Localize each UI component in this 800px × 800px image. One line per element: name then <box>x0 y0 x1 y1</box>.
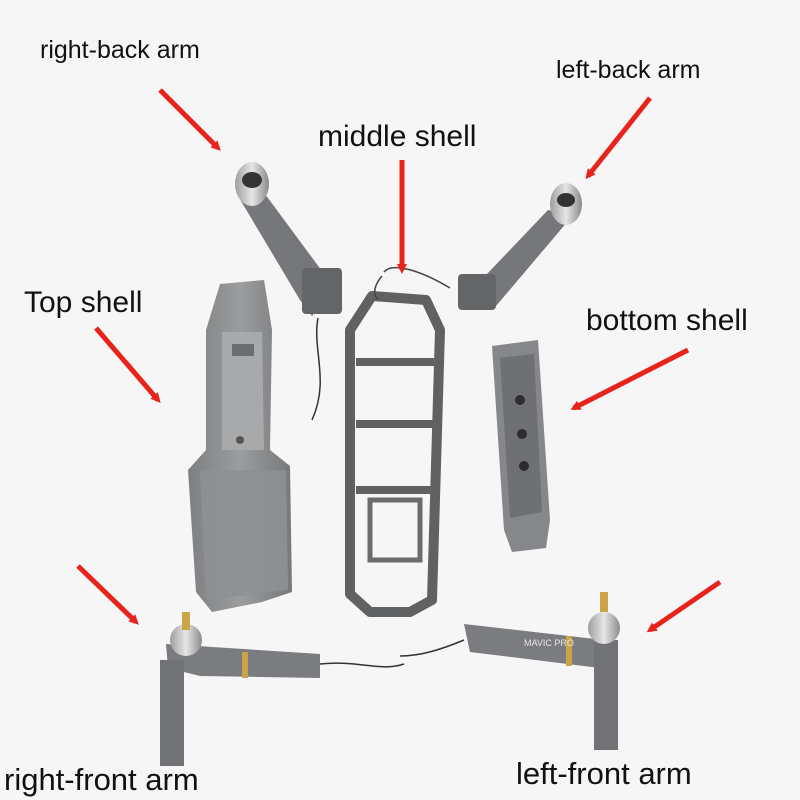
label-top-shell: Top shell <box>24 286 143 319</box>
label-left-back-arm: left-back arm <box>556 56 701 84</box>
arrow-top-shell <box>94 326 161 404</box>
arrow-bottom-shell <box>570 347 690 411</box>
mavic-pro-logo: MAVIC PRO <box>524 638 574 648</box>
left-back-arm <box>458 183 582 310</box>
middle-shell <box>345 266 451 617</box>
right-front-arm <box>160 612 405 766</box>
label-right-front-arm: right-front arm <box>4 762 199 797</box>
right-back-arm <box>235 162 342 421</box>
label-right-back-arm: right-back arm <box>40 36 200 64</box>
arrow-left-back-arm <box>585 96 652 180</box>
arrow-left-front-arm <box>646 579 722 633</box>
arrow-right-back-arm <box>158 88 221 151</box>
top-shell <box>188 280 292 612</box>
label-middle-shell: middle shell <box>318 120 477 153</box>
label-bottom-shell: bottom shell <box>586 304 748 337</box>
arrow-right-front-arm <box>76 564 139 625</box>
bottom-shell <box>492 340 550 552</box>
left-front-arm: MAVIC PRO <box>399 592 620 750</box>
label-left-front-arm: left-front arm <box>516 756 692 791</box>
